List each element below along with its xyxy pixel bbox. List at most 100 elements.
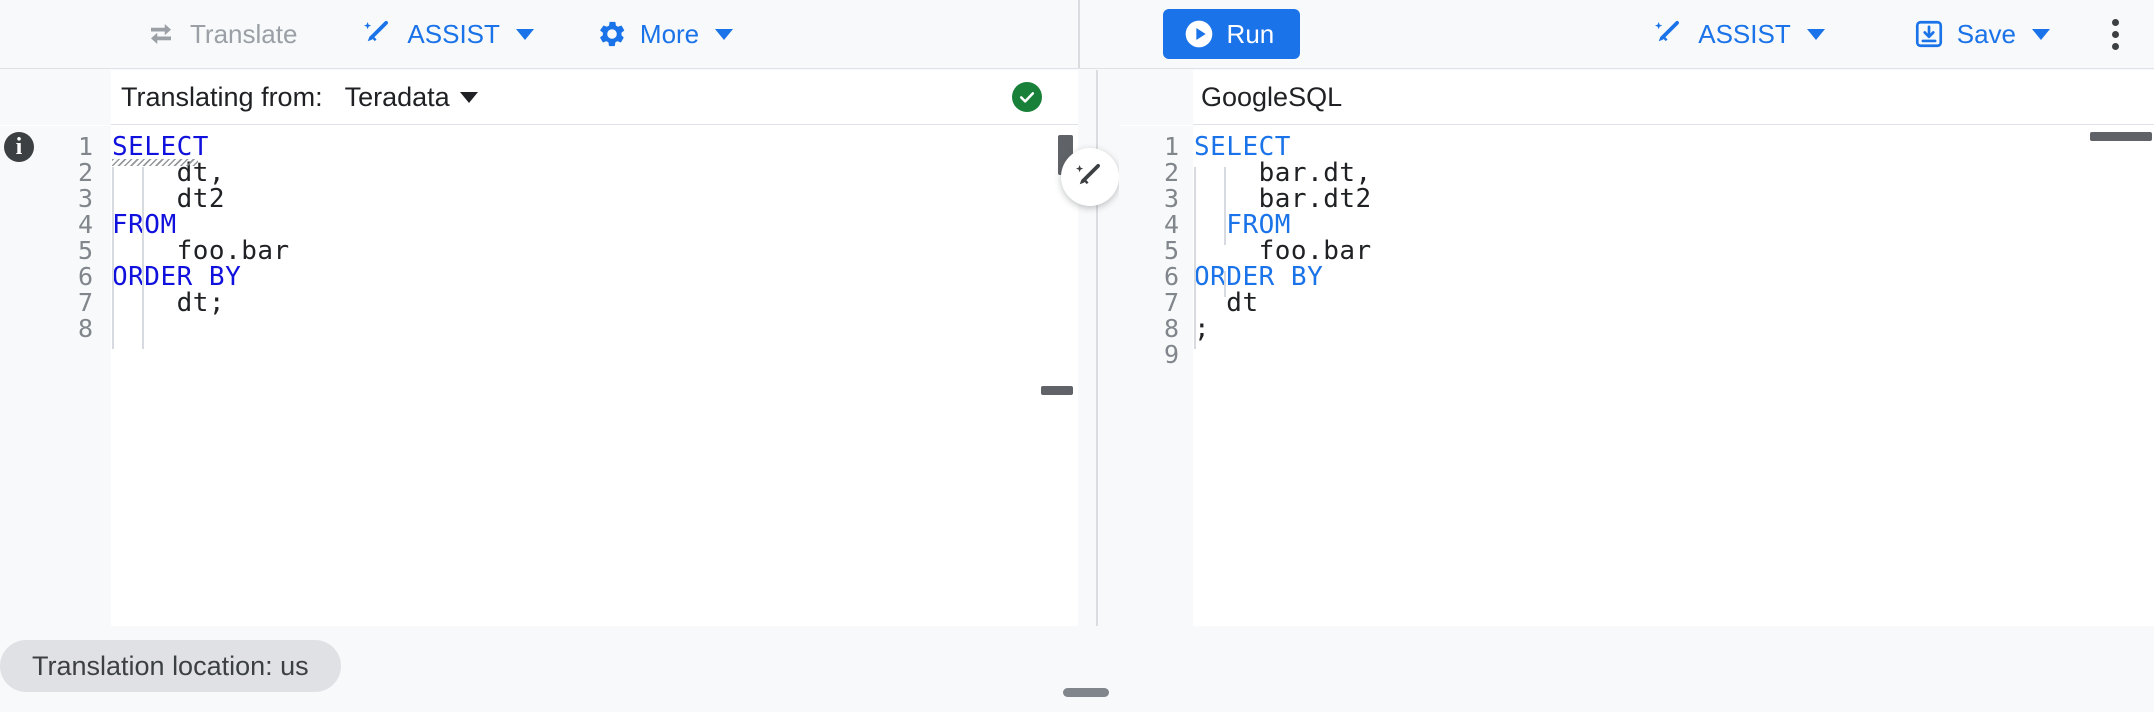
- line-number: 5: [77, 236, 93, 265]
- pane-splitter[interactable]: [1061, 70, 1119, 626]
- run-button[interactable]: Run: [1162, 9, 1301, 59]
- kebab-menu-icon[interactable]: [2090, 9, 2140, 59]
- translate-swap-icon: [144, 19, 178, 49]
- code-line[interactable]: bar.dt2: [1194, 184, 1372, 214]
- code-line[interactable]: ORDER BY: [112, 262, 241, 292]
- indent-guide: [1224, 271, 1226, 297]
- line-number: 5: [1163, 236, 1179, 265]
- line-number: 2: [1163, 158, 1179, 187]
- target-header-gutter-strip: [1119, 70, 1193, 125]
- source-dialect-select[interactable]: Teradata: [339, 81, 484, 114]
- assist-button-left[interactable]: ASSIST: [347, 11, 547, 57]
- sql-token: bar.dt2: [1194, 184, 1372, 214]
- syntax-warning-squiggle: [112, 159, 198, 166]
- save-download-icon: [1913, 18, 1945, 50]
- toolbar-left-group: Translate ASSIST: [0, 0, 755, 68]
- indent-guide: [142, 297, 144, 349]
- assist-wand-icon: [1652, 18, 1686, 50]
- top-toolbar: Translate ASSIST: [0, 0, 2154, 69]
- line-number: 7: [1163, 288, 1179, 317]
- indent-guide: [112, 297, 114, 349]
- code-line[interactable]: foo.bar: [112, 236, 290, 266]
- target-pane-header: GoogleSQL: [1193, 70, 2154, 125]
- code-line[interactable]: ;: [1194, 314, 1210, 344]
- save-button[interactable]: Save: [1899, 11, 2064, 57]
- line-number: 1: [77, 132, 93, 161]
- translation-location-chip: Translation location: us: [0, 640, 341, 692]
- gear-icon: [596, 18, 628, 50]
- source-horizontal-scrollbar-thumb[interactable]: [1041, 386, 1073, 395]
- code-line[interactable]: SELECT: [112, 132, 209, 162]
- check-circle-icon: [1012, 82, 1042, 112]
- assist-wand-icon: [361, 18, 395, 50]
- more-label: More: [639, 18, 700, 49]
- code-line[interactable]: dt;: [112, 288, 225, 318]
- assist-fab-button[interactable]: [1061, 148, 1119, 206]
- code-line[interactable]: dt: [1194, 288, 1259, 318]
- code-line[interactable]: bar.dt,: [1194, 158, 1372, 188]
- splitter-bar: [1096, 70, 1098, 626]
- info-icon[interactable]: i: [4, 132, 34, 162]
- sql-token: dt;: [112, 288, 226, 318]
- sql-keyword: ORDER BY: [112, 262, 242, 292]
- toolbar-right-group: Run ASSIST: [1153, 0, 2154, 68]
- sql-keyword: SELECT: [1194, 132, 1291, 162]
- assist-label-right: ASSIST: [1698, 18, 1791, 49]
- indent-guide: [1194, 297, 1196, 349]
- assist-label-left: ASSIST: [407, 18, 500, 49]
- line-number: 4: [1163, 210, 1179, 239]
- line-number: 6: [77, 262, 93, 291]
- indent-guide: [1194, 245, 1196, 297]
- sql-token: bar.dt,: [1194, 158, 1372, 188]
- translating-from-label: Translating from:: [121, 81, 323, 112]
- sql-keyword: FROM: [112, 210, 177, 240]
- code-line[interactable]: FROM: [1194, 210, 1291, 240]
- sql-token: foo.bar: [1194, 236, 1372, 266]
- line-number: 9: [1163, 340, 1179, 369]
- save-label: Save: [1956, 18, 2016, 49]
- target-horizontal-scrollbar-thumb[interactable]: [2090, 132, 2152, 141]
- play-circle-icon: [1183, 18, 1215, 50]
- sql-token: dt2: [112, 184, 226, 214]
- drag-handle-icon[interactable]: [1063, 688, 1109, 697]
- line-number: 1: [1163, 132, 1179, 161]
- sql-keyword: SELECT: [112, 132, 209, 162]
- indent-guide: [142, 167, 144, 245]
- sql-token: dt: [1194, 288, 1259, 318]
- toolbar-divider: [1078, 0, 1080, 68]
- line-number: 6: [1163, 262, 1179, 291]
- chevron-down-icon: [2032, 28, 2050, 40]
- more-button[interactable]: More: [582, 11, 747, 57]
- code-line[interactable]: ORDER BY: [1194, 262, 1323, 292]
- line-number: 3: [77, 184, 93, 213]
- indent-guide: [1194, 167, 1196, 245]
- chevron-down-icon: [515, 28, 534, 40]
- line-number: 8: [1163, 314, 1179, 343]
- indent-guide: [112, 167, 114, 245]
- sql-keyword: ORDER BY: [1194, 262, 1324, 292]
- chevron-down-icon: [715, 28, 734, 40]
- line-number: 2: [77, 158, 93, 187]
- run-label: Run: [1226, 18, 1275, 49]
- chevron-down-icon: [459, 91, 478, 103]
- sql-token: foo.bar: [112, 236, 290, 266]
- line-number: 3: [1163, 184, 1179, 213]
- code-line[interactable]: dt2: [112, 184, 225, 214]
- status-bar: Translation location: us: [0, 626, 2154, 712]
- line-number: 4: [77, 210, 93, 239]
- indent-guide: [142, 245, 144, 297]
- indent-guide: [112, 245, 114, 297]
- translate-button[interactable]: Translate: [130, 11, 311, 57]
- code-line[interactable]: foo.bar: [1194, 236, 1372, 266]
- source-header-gutter-strip: [0, 70, 111, 125]
- code-line[interactable]: SELECT: [1194, 132, 1291, 162]
- assist-button-right[interactable]: ASSIST: [1638, 11, 1838, 57]
- line-number: 7: [77, 288, 93, 317]
- code-line[interactable]: FROM: [112, 210, 177, 240]
